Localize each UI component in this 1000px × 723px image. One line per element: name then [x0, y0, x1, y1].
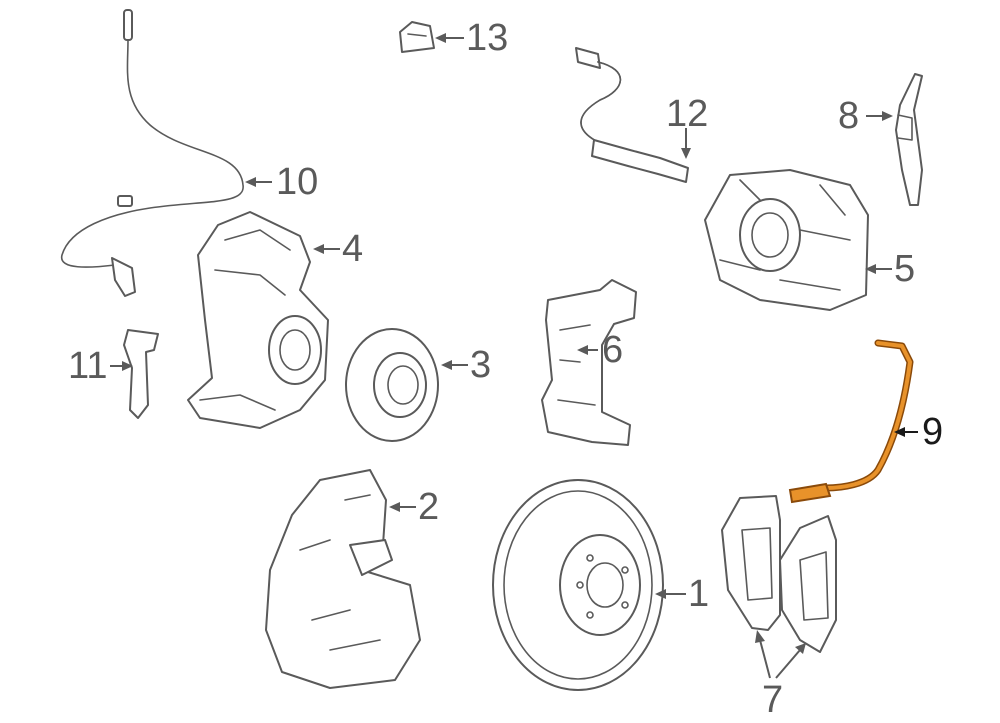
part-10-abs-sensor[interactable]	[61, 9, 244, 297]
wear-sensor-cable	[824, 341, 912, 490]
callout-6: 6	[602, 329, 623, 371]
callout-4: 4	[342, 228, 363, 270]
part-13-clip[interactable]	[399, 21, 435, 53]
callout-8: 8	[838, 95, 859, 137]
part-7-brake-pads[interactable]	[721, 495, 837, 653]
callout-2: 2	[418, 486, 439, 528]
callout-labels: 1 2 3 4 5 6 7 8 9 10 11 12 13	[68, 17, 943, 721]
wear-sensor-connector	[788, 482, 832, 504]
callout-10: 10	[276, 161, 318, 203]
leader-lines	[110, 33, 918, 679]
callout-9: 9	[922, 411, 943, 453]
part-1-rotor[interactable]	[492, 479, 664, 691]
callout-7: 7	[762, 679, 783, 721]
callout-1: 1	[688, 573, 709, 615]
callout-13: 13	[466, 17, 508, 59]
part-8-spring[interactable]	[895, 73, 923, 206]
part-4-knuckle[interactable]	[187, 211, 329, 429]
part-11-bracket[interactable]	[123, 329, 159, 419]
part-12-brake-hose[interactable]	[575, 47, 689, 183]
part-2-dust-shield[interactable]	[265, 469, 421, 689]
callout-5: 5	[894, 248, 915, 290]
part-6-carrier[interactable]	[541, 279, 637, 446]
callout-12: 12	[666, 93, 708, 135]
callout-11: 11	[68, 345, 107, 387]
part-5-caliper[interactable]	[704, 169, 869, 311]
part-3-hub[interactable]	[345, 328, 439, 442]
part-9-wear-sensor[interactable]	[788, 339, 914, 504]
callout-3: 3	[470, 344, 491, 386]
